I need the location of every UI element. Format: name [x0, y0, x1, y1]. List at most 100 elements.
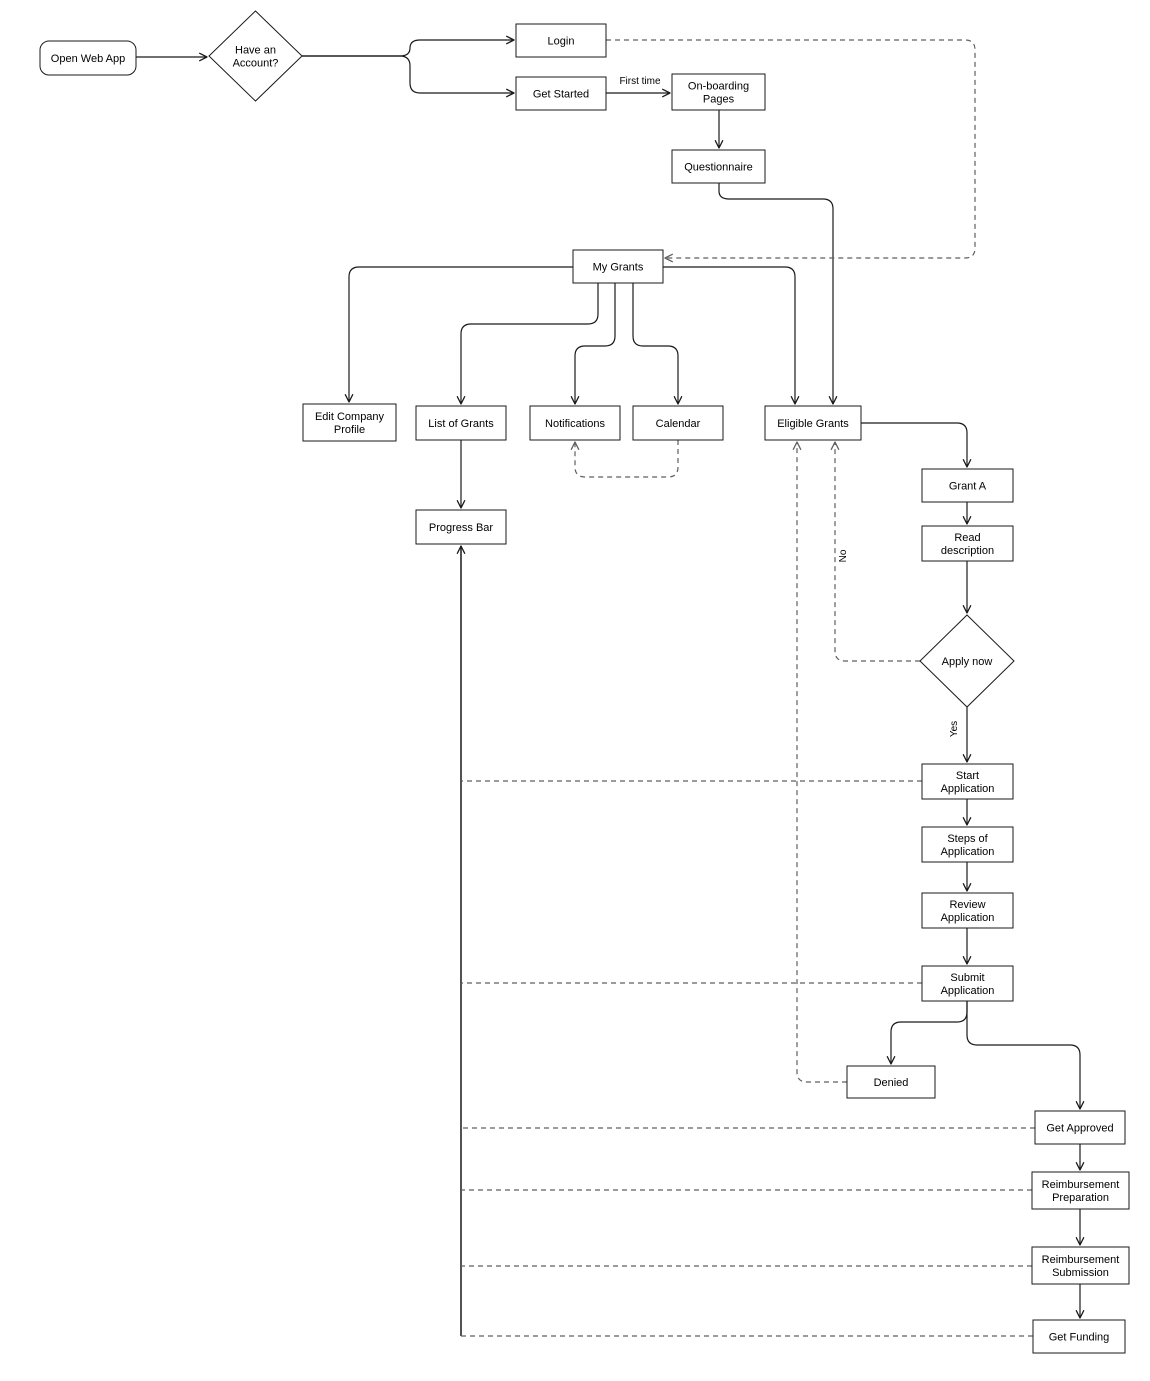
node-questionnaire: Questionnaire: [671, 149, 766, 184]
node-shape-progress-bar: [415, 509, 507, 545]
edge-label-apply-yes-to-start: Yes: [949, 721, 960, 737]
node-login: Login: [515, 23, 607, 58]
node-label-denied: Denied: [874, 1077, 909, 1089]
node-get-approved: Get Approved: [1034, 1110, 1126, 1145]
node-shape-submit-application: [921, 965, 1014, 1002]
node-shape-my-grants: [572, 249, 664, 284]
edge-apply-no-to-eligible: No: [830, 441, 920, 662]
edge-label-get-started-to-onboarding: First time: [619, 76, 661, 87]
node-my-grants: My Grants: [572, 249, 664, 284]
node-label-progress-bar: Progress Bar: [429, 522, 494, 534]
edge-eligible-to-grant-a: [861, 422, 972, 468]
node-label-eligible-grants: Eligible Grants: [777, 418, 849, 430]
edge-line-denied-to-eligible: [792, 441, 847, 1083]
node-shape-list-of-grants: [415, 405, 507, 441]
node-notifications: Notifications: [529, 405, 621, 441]
node-grant-a: Grant A: [921, 468, 1014, 503]
node-shape-get-started: [515, 76, 607, 111]
node-eligible-grants: Eligible Grants: [764, 405, 862, 441]
node-label-questionnaire: Questionnaire: [684, 162, 753, 174]
node-shape-read-description: [921, 525, 1014, 562]
edge-label-apply-no-to-eligible: No: [838, 549, 849, 562]
node-shape-onboarding-pages: [671, 73, 766, 111]
edge-line-my-grants-to-list: [456, 283, 599, 405]
edge-line-account-to-get-started: [302, 55, 515, 98]
node-label-calendar: Calendar: [656, 418, 701, 430]
edge-line-calendar-to-notifications: [570, 440, 679, 478]
node-label-open-web-app: Open Web App: [51, 53, 125, 65]
edge-apply-yes-to-start: Yes: [947, 707, 972, 763]
node-label-grant-a: Grant A: [949, 481, 987, 493]
edge-calendar-to-notifications: [570, 440, 679, 478]
node-shape-questionnaire: [671, 149, 766, 184]
node-shape-apply-now: [919, 614, 1015, 708]
node-label-notifications: Notifications: [545, 418, 605, 430]
node-apply-now: Apply now: [919, 614, 1015, 708]
node-open-web-app: Open Web App: [39, 40, 137, 76]
edge-submit-to-approved: [966, 1001, 1085, 1110]
edge-my-grants-to-calendar: [632, 283, 683, 405]
edge-line-my-grants-to-edit-profile: [344, 266, 573, 403]
edge-submit-to-denied: [886, 1001, 968, 1065]
node-list-of-grants: List of Grants: [415, 405, 507, 441]
node-shape-reimbursement-submission: [1031, 1246, 1130, 1285]
node-shape-get-funding: [1032, 1319, 1126, 1354]
node-shape-edit-company-profile: [302, 403, 397, 442]
node-shape-denied: [846, 1065, 936, 1099]
edge-my-grants-to-edit-profile: [344, 266, 573, 403]
edge-line-account-to-login: [302, 35, 515, 57]
node-shape-review-application: [921, 892, 1014, 929]
node-shape-get-approved: [1034, 1110, 1126, 1145]
node-shape-start-application: [921, 763, 1014, 800]
node-label-my-grants: My Grants: [593, 262, 644, 274]
node-calendar: Calendar: [632, 405, 724, 441]
node-get-funding: Get Funding: [1032, 1319, 1126, 1354]
edge-line-my-grants-to-calendar: [632, 283, 683, 405]
node-get-started: Get Started: [515, 76, 607, 111]
node-shape-reimbursement-preparation: [1031, 1171, 1130, 1210]
node-label-get-started: Get Started: [533, 89, 589, 101]
edge-login-to-my-grants: [606, 39, 976, 263]
edge-line-submit-to-approved: [966, 1001, 1085, 1110]
node-shape-login: [515, 23, 607, 58]
edge-line-my-grants-to-notifications: [570, 283, 616, 405]
edge-my-grants-to-eligible: [663, 266, 800, 405]
edge-line-eligible-to-grant-a: [861, 422, 972, 468]
node-label-get-approved: Get Approved: [1046, 1123, 1113, 1135]
node-shape-grant-a: [921, 468, 1014, 503]
edge-get-started-to-onboarding: First time: [606, 74, 671, 98]
edge-denied-to-eligible: [792, 441, 847, 1083]
edge-account-to-login: [302, 35, 515, 57]
edge-line-apply-no-to-eligible: [830, 441, 920, 662]
node-shape-steps-of-application: [921, 826, 1014, 863]
edge-line-submit-to-denied: [886, 1001, 968, 1065]
node-shape-eligible-grants: [764, 405, 862, 441]
node-label-login: Login: [548, 36, 575, 48]
edge-questionnaire-to-eligible: [718, 183, 838, 405]
node-label-list-of-grants: List of Grants: [428, 418, 494, 430]
edge-my-grants-to-notifications: [570, 283, 616, 405]
edge-my-grants-to-list: [456, 283, 599, 405]
edge-line-my-grants-to-eligible: [663, 266, 800, 405]
